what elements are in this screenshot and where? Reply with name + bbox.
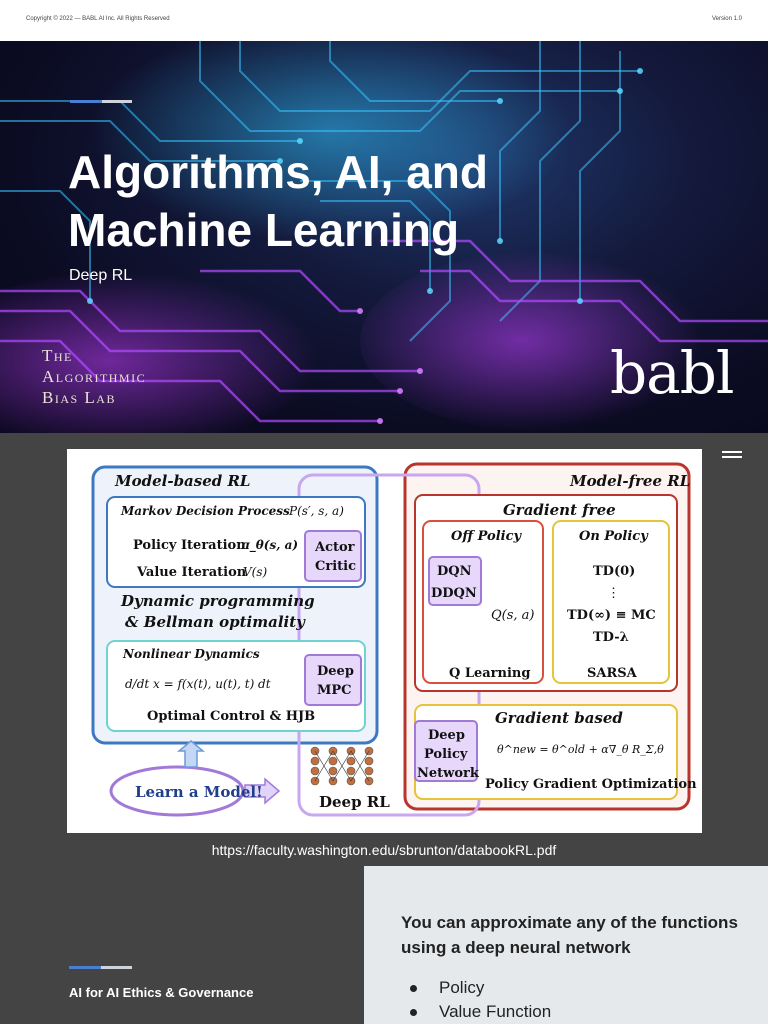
mpc-label: MPC — [317, 683, 352, 698]
sarsa-label: SARSA — [587, 666, 638, 681]
circuit-board-background — [0, 41, 768, 433]
list-item-text: Value Function — [439, 1002, 552, 1021]
td-dots: ⋮ — [607, 586, 620, 601]
gradient-free-title: Gradient free — [503, 501, 616, 519]
gradient-based-title: Gradient based — [495, 709, 623, 727]
top-bar: Copyright © 2022 — BABL AI Inc. All Righ… — [0, 0, 768, 41]
td-lambda-label: TD-λ — [593, 630, 629, 645]
policy-formula: π_θ(s, a) — [240, 538, 298, 553]
content-panel: You can approximate any of the functions… — [364, 866, 768, 1024]
menu-icon[interactable] — [722, 451, 742, 459]
learn-model-label: Learn a Model! — [135, 783, 263, 801]
copyright-text: Copyright © 2022 — BABL AI Inc. All Righ… — [26, 16, 170, 22]
dp-line-2: & Bellman optimality — [125, 613, 306, 631]
bullet-icon — [410, 985, 417, 992]
deep-policy-line-2: Policy — [424, 747, 468, 762]
bullet-list: Policy Value Function — [401, 976, 551, 1024]
lab-name-line: The — [42, 346, 73, 365]
off-policy-title: Off Policy — [451, 529, 522, 544]
q-formula: Q(s, a) — [491, 608, 535, 623]
dp-line-1: Dynamic programming — [120, 592, 315, 610]
td-inf-label: TD(∞) ≡ MC — [567, 608, 656, 623]
deep-rl-label: Deep RL — [319, 793, 390, 811]
list-item-text: Policy — [439, 978, 485, 997]
deep-label: Deep — [317, 664, 354, 679]
on-policy-title: On Policy — [579, 529, 649, 544]
babl-logo: babl — [610, 339, 734, 407]
td0-label: TD(0) — [593, 564, 635, 579]
ode-formula: d/dt x = f(x(t), u(t), t) dt — [125, 677, 271, 691]
policy-gradient-label: Policy Gradient Optimization — [485, 777, 697, 792]
hero-title: Algorithms, AI, and Machine Learning — [68, 146, 488, 256]
list-item: Value Function — [401, 1000, 551, 1024]
version-text: Version 1.0 — [711, 16, 742, 22]
lab-name-line: Bias Lab — [42, 388, 116, 407]
hero-subtitle: Deep RL — [69, 267, 133, 284]
lab-name-logo: The Algorithmic Bias Lab — [42, 345, 146, 408]
lab-name-line: Algorithmic — [42, 367, 147, 386]
value-iteration: Value Iteration — [136, 565, 247, 580]
q-learning-label: Q Learning — [449, 666, 530, 681]
panel-heading: You can approximate any of the functions… — [401, 913, 738, 957]
rl-taxonomy-diagram: Model-based RL Markov Decision Process P… — [67, 449, 702, 833]
mdp-formula: P(s′, s, a) — [288, 504, 344, 518]
dqn-label: DQN — [437, 564, 472, 579]
ddqn-label: DDQN — [431, 586, 477, 601]
value-formula: V(s) — [243, 565, 268, 579]
hero-banner: Algorithms, AI, and Machine Learning Dee… — [0, 41, 768, 433]
policy-iteration: Policy Iteration — [133, 538, 246, 553]
list-item: Policy — [401, 976, 551, 1000]
deep-policy-line-3: Network — [417, 766, 480, 781]
footer-title: AI for AI Ethics & Governance — [69, 985, 254, 1000]
actor-label: Actor — [314, 540, 355, 555]
nonlinear-title: Nonlinear Dynamics — [122, 647, 260, 661]
deep-policy-line-1: Deep — [428, 728, 465, 743]
critic-label: Critic — [315, 559, 356, 574]
theta-update: θ^new = θ^old + α∇_θ R_Σ,θ — [497, 743, 664, 756]
source-url[interactable]: https://faculty.washington.edu/sbrunton/… — [211, 842, 557, 858]
neural-network-icon — [310, 746, 374, 786]
optimal-control: Optimal Control & HJB — [147, 709, 315, 724]
model-based-title: Model-based RL — [114, 472, 250, 490]
bullet-icon — [410, 1009, 417, 1016]
model-free-title: Model-free RL — [569, 472, 690, 490]
mdp-title: Markov Decision Process — [120, 504, 290, 518]
